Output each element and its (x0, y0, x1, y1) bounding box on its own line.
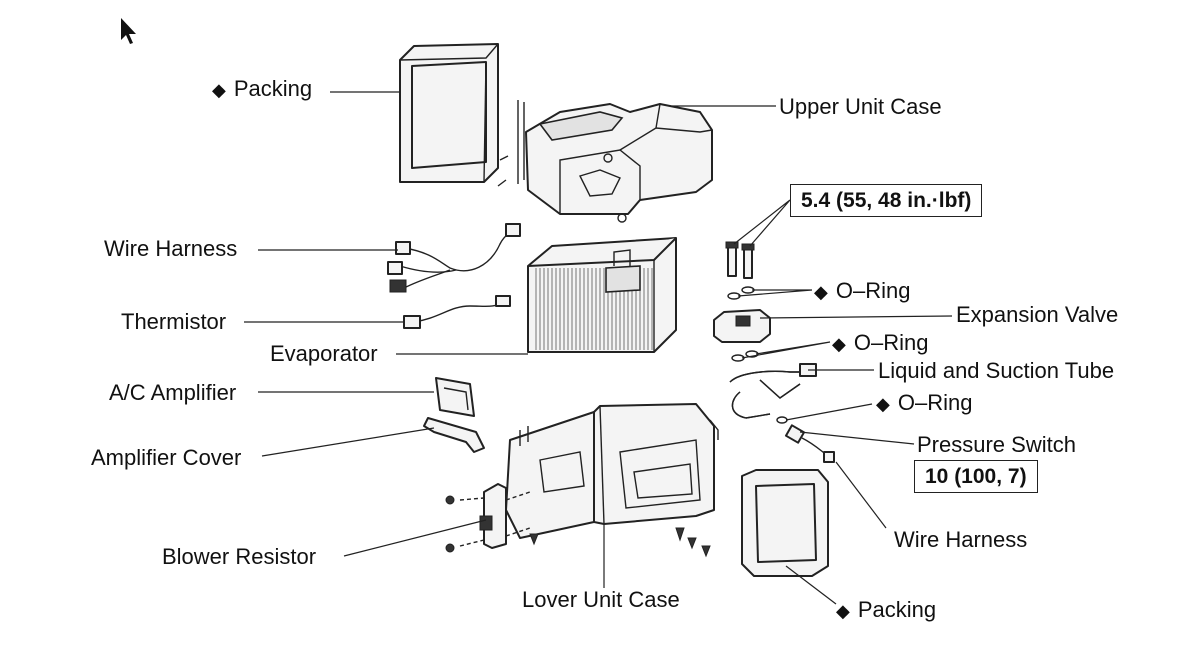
label-thermistor: Thermistor (121, 309, 227, 334)
torque-spec-bolts: 5.4 (55, 48 in.·lbf) (790, 184, 983, 218)
label-evaporator: Evaporator (270, 341, 378, 366)
wire-harness-left-part (387, 223, 521, 293)
mouse-pointer-icon (121, 18, 136, 44)
label-packing-top: ◆Packing (212, 76, 313, 101)
upper-unit-case-part (497, 100, 713, 223)
torque-spec-pressure-switch: 10 (100, 7) (914, 460, 1038, 494)
packing-top-part (399, 43, 499, 183)
label-liquid-suction-tube: Liquid and Suction Tube (878, 358, 1115, 383)
label-ac-amplifier: A/C Amplifier (109, 380, 237, 405)
ac-amplifier-part (435, 377, 475, 417)
label-packing-bottom: ◆Packing (836, 597, 937, 622)
lower-unit-case-part (505, 403, 719, 558)
blower-resistor-part (445, 483, 531, 553)
expansion-valve-part (713, 309, 771, 343)
thermistor-part (403, 295, 511, 329)
packing-bottom-part (741, 469, 829, 577)
label-amplifier-cover: Amplifier Cover (91, 445, 242, 470)
label-o-ring-3: ◆O–Ring (876, 390, 973, 415)
label-lower-unit-case: Lover Unit Case (522, 587, 680, 612)
label-o-ring-2: ◆O–Ring (832, 330, 929, 355)
label-o-ring-1: ◆O–Ring (814, 278, 911, 303)
label-expansion-valve: Expansion Valve (956, 302, 1119, 327)
label-pressure-switch: Pressure Switch (917, 432, 1076, 457)
evaporator-part (527, 237, 677, 353)
label-wire-harness-left: Wire Harness (104, 236, 238, 261)
leader-lines (244, 91, 953, 605)
label-upper-unit-case: Upper Unit Case (779, 94, 942, 119)
pressure-switch-part (784, 424, 835, 463)
amplifier-cover-part (423, 417, 485, 453)
label-blower-resistor: Blower Resistor (162, 544, 317, 569)
liquid-suction-tube-part (729, 363, 817, 419)
bolts-part (725, 241, 755, 279)
label-wire-harness-right: Wire Harness (894, 527, 1028, 552)
